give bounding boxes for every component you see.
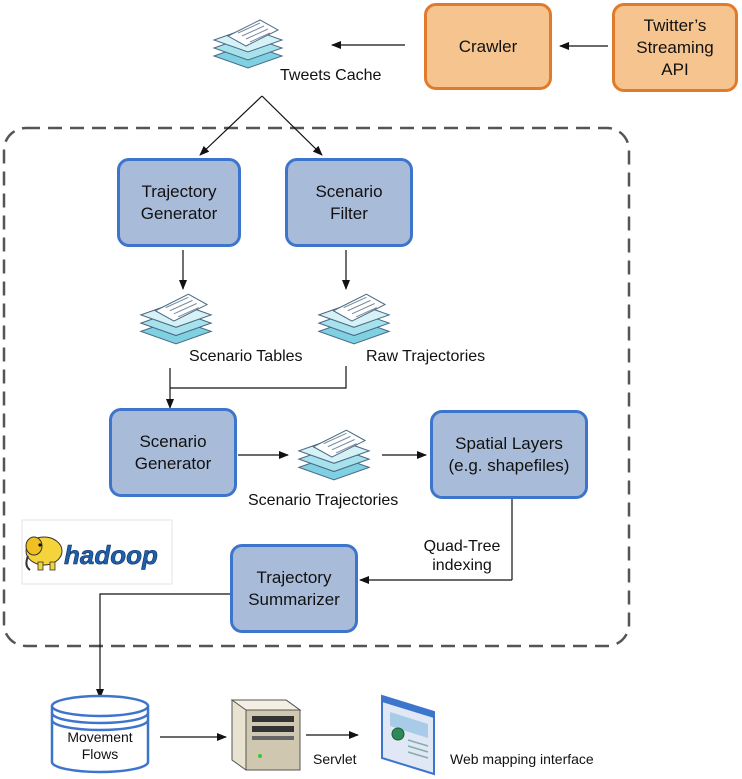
scenario-tables-label: Scenario Tables xyxy=(189,348,303,365)
scenario-trajectories-icon xyxy=(298,429,370,481)
trajectory-generator-line1: Trajectory xyxy=(141,181,217,201)
spatial-layers-line2: (e.g. shapefiles) xyxy=(448,455,570,475)
spatial-layers-line1: Spatial Layers xyxy=(455,433,563,453)
raw-trajectories-icon xyxy=(318,293,390,345)
twitter-api-line3: API xyxy=(661,59,689,79)
twitter-api-line1: Twitter’s xyxy=(643,15,707,35)
browser-window-icon xyxy=(381,694,435,776)
quadtree-line1: Quad-Tree xyxy=(423,538,501,555)
crawler-box: Crawler xyxy=(424,3,552,90)
server-icon xyxy=(230,699,302,771)
connectors xyxy=(96,41,608,741)
scenario-generator-box: Scenario Generator xyxy=(109,408,237,497)
tweets-cache-label: Tweets Cache xyxy=(280,67,382,84)
crawler-label: Crawler xyxy=(458,36,518,56)
scenario-generator-line1: Scenario xyxy=(139,431,207,451)
twitter-streaming-api-box: Twitter’s Streaming API xyxy=(612,3,738,92)
trajectory-summarizer-line1: Trajectory xyxy=(256,567,332,587)
arrow-cache-to-scenario-filter xyxy=(261,95,323,156)
web-mapping-label: Web mapping interface xyxy=(450,751,594,767)
quadtree-line2: indexing xyxy=(432,557,492,574)
scenario-generator-line2: Generator xyxy=(134,453,212,473)
hadoop-elephant-icon xyxy=(25,536,63,571)
tweets-cache-icon xyxy=(213,19,283,69)
raw-trajectories-label: Raw Trajectories xyxy=(366,348,486,365)
trajectory-summarizer-box: Trajectory Summarizer xyxy=(230,544,358,633)
servlet-label: Servlet xyxy=(313,751,357,767)
movement-flows-label: Movement Flows xyxy=(52,729,148,763)
hadoop-cluster-boundary xyxy=(2,126,631,648)
connector-raw-trajectories xyxy=(170,366,347,389)
movement-flows-line1: Movement xyxy=(67,729,133,745)
hadoop-logo: hadoop xyxy=(21,519,173,585)
scenario-trajectories-label: Scenario Trajectories xyxy=(248,492,399,509)
database-icon xyxy=(50,694,150,774)
scenario-filter-line2: Filter xyxy=(330,203,368,223)
trajectory-summarizer-line2: Summarizer xyxy=(248,589,340,609)
spatial-layers-box: Spatial Layers (e.g. shapefiles) xyxy=(430,410,588,499)
trajectory-generator-box: Trajectory Generator xyxy=(117,158,241,247)
scenario-filter-box: Scenario Filter xyxy=(285,158,413,247)
movement-flows-line2: Flows xyxy=(81,746,119,762)
connector-summarizer-to-flows xyxy=(96,593,230,699)
trajectory-generator-line2: Generator xyxy=(140,203,218,223)
scenario-filter-line1: Scenario xyxy=(315,181,383,201)
scenario-tables-icon xyxy=(140,293,212,345)
hadoop-logo-text: hadoop xyxy=(64,540,158,570)
quadtree-label: Quad-Tree indexing xyxy=(410,537,514,575)
twitter-api-line2: Streaming xyxy=(636,37,714,57)
arrow-cache-to-trajectory-generator xyxy=(199,95,263,156)
